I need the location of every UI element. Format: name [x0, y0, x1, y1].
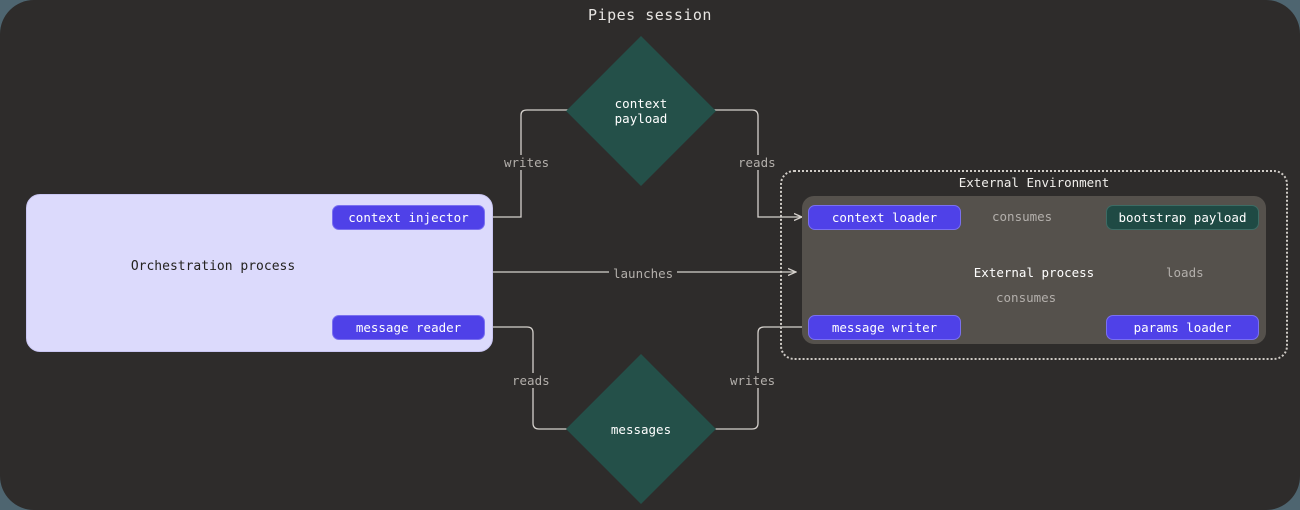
edge-label-loads-params: loads [1162, 265, 1208, 280]
node-context-injector[interactable]: context injector [332, 205, 485, 230]
external-process-label: External process [973, 265, 1095, 280]
context-payload-label-line2: payload [614, 111, 668, 126]
external-environment-box [780, 170, 1288, 360]
edge-label-consumes-message: consumes [992, 290, 1061, 305]
node-message-reader[interactable]: message reader [332, 315, 485, 340]
orchestration-process-label: Orchestration process [130, 259, 296, 274]
edge-label-reads-messages: reads [508, 373, 554, 388]
page-title: Pipes session [588, 6, 712, 24]
node-messages[interactable]: messages [566, 354, 716, 504]
edge-label-consumes-context: consumes [988, 209, 1057, 224]
node-context-payload[interactable]: context payload [566, 36, 716, 186]
node-message-writer[interactable]: message writer [808, 315, 961, 340]
edge-label-writes-messages: writes [726, 373, 780, 388]
edge-label-launches: launches [609, 266, 678, 281]
context-payload-label-line1: context [614, 96, 668, 111]
edge-label-reads-context: reads [734, 155, 780, 170]
node-context-loader[interactable]: context loader [808, 205, 961, 230]
node-bootstrap-payload[interactable]: bootstrap payload [1106, 205, 1259, 230]
edge-label-writes-context: writes [500, 155, 554, 170]
messages-label-line1: messages [610, 421, 672, 437]
external-environment-label: External Environment [958, 175, 1110, 190]
node-params-loader[interactable]: params loader [1106, 315, 1259, 340]
